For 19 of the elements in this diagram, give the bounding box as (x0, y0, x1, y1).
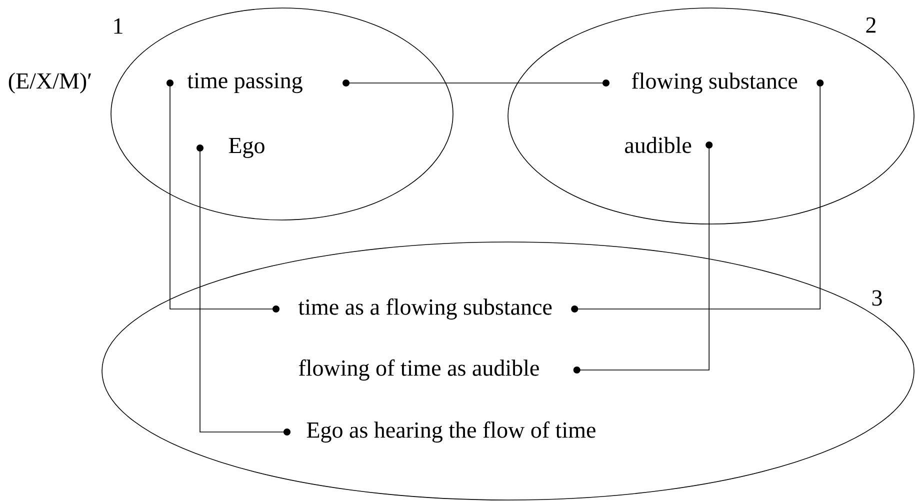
connector-line (196, 144, 290, 436)
connector-line (573, 142, 713, 374)
concept-text: flowing of time as audible (298, 359, 539, 381)
region-number: 3 (872, 290, 882, 306)
concept-text: audible (625, 136, 692, 154)
region-number: 2 (866, 17, 876, 33)
connector-line (166, 80, 280, 312)
concept-text: Ego (228, 138, 264, 158)
connector-line (571, 80, 824, 312)
ellipse (102, 242, 914, 500)
set-label: (E/X/M)′ (8, 72, 91, 94)
concept-text: time passing (187, 72, 302, 94)
ellipse (508, 8, 914, 224)
ellipse (110, 8, 454, 220)
region-number: 1 (114, 18, 122, 34)
connector-line (342, 80, 610, 86)
concept-text: time as a flowing substance (298, 298, 552, 320)
concept-text: flowing substance (632, 72, 798, 94)
concept-text: Ego as hearing the flow of time (306, 421, 596, 443)
